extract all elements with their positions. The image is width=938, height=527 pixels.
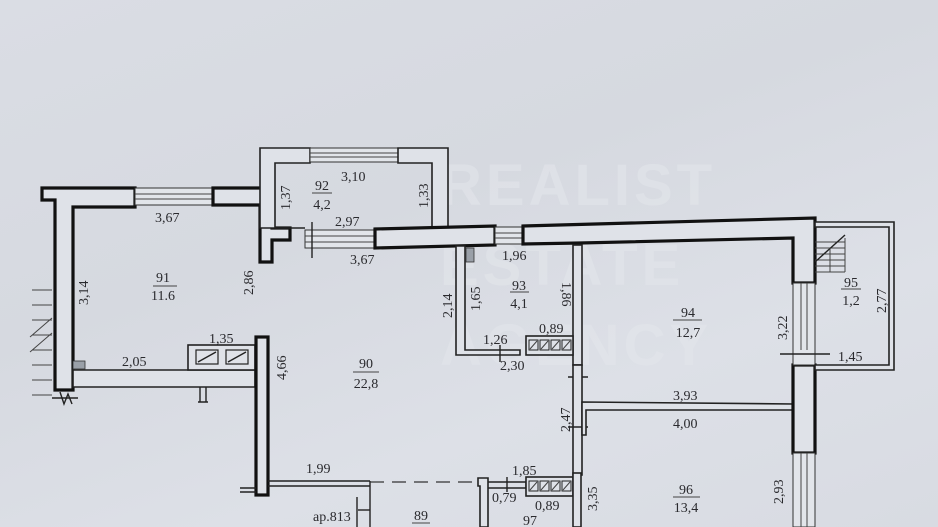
room-91-walls — [40, 186, 292, 403]
corridor-walls — [568, 282, 830, 527]
dim-r96-right: 2,93 — [772, 480, 787, 505]
svg-text:96: 96 — [679, 483, 693, 498]
svg-text:4,1: 4,1 — [510, 297, 528, 312]
room-label-89: 89 — [412, 509, 430, 524]
dim-r91-top: 3,67 — [155, 211, 180, 226]
main-exterior-wall — [240, 216, 817, 497]
dim-r90-left: 4,66 — [275, 356, 290, 381]
svg-text:13,4: 13,4 — [674, 501, 699, 516]
dim-r95-bottom: 1,45 — [838, 350, 863, 365]
tiles-97 — [528, 480, 572, 492]
dim-r93-right: 1,86 — [558, 282, 573, 307]
bath-tiles — [528, 339, 572, 351]
svg-text:4,2: 4,2 — [313, 198, 331, 213]
dim-kitchen-unit: 1,35 — [209, 332, 234, 347]
room-label-96: 96 13,4 — [673, 483, 700, 516]
dim-corridor: 2,47 — [559, 408, 574, 433]
svg-text:93: 93 — [512, 279, 526, 294]
room-93-walls — [455, 244, 588, 378]
exterior-steps — [29, 289, 78, 407]
dim-r96-top: 4,00 — [673, 417, 698, 432]
svg-text:12,7: 12,7 — [676, 326, 701, 341]
dim-r97-top: 1,85 — [512, 464, 537, 479]
dim-r91-bottom: 2,05 — [122, 355, 147, 370]
dim-r93-unit: 0,89 — [539, 322, 564, 337]
stair-icon — [814, 234, 846, 273]
svg-text:90: 90 — [359, 357, 373, 372]
room-95-walls — [814, 221, 895, 371]
room-label-94: 94 12,7 — [673, 306, 702, 341]
room-label-93: 93 4,1 — [510, 279, 529, 312]
lower-rooms-walls — [268, 472, 582, 527]
dim-r90-top: 3,67 — [350, 253, 375, 268]
room-label-91: 91 11.6 — [151, 271, 177, 304]
dim-r93-bottom-inner: 1,26 — [483, 333, 508, 348]
dim-r97-unit: 0,89 — [535, 499, 560, 514]
watermark-line-1: REALIST — [440, 153, 716, 218]
dim-r92-left: 1,37 — [279, 186, 294, 211]
dim-r93-bottom-outer: 2,30 — [500, 359, 525, 374]
dim-r91-right: 2,86 — [242, 271, 257, 296]
dim-r93-inner-left: 1,65 — [469, 287, 484, 312]
room-label-92: 92 4,2 — [312, 179, 332, 213]
dim-r93-outer-left: 2,14 — [441, 294, 456, 319]
svg-text:11.6: 11.6 — [151, 289, 175, 304]
dim-r95-right: 2,77 — [875, 289, 890, 314]
svg-text:89: 89 — [414, 509, 428, 524]
svg-text:94: 94 — [681, 306, 695, 321]
svg-text:92: 92 — [315, 179, 329, 194]
svg-text:95: 95 — [844, 276, 858, 291]
dim-arch: ар.813 — [313, 510, 351, 525]
dim-r92-top: 3,10 — [341, 170, 366, 185]
room-label-95: 95 1,2 — [841, 276, 861, 309]
dim-r90-bottom: 1,99 — [306, 462, 331, 477]
dim-r93-top: 1,96 — [502, 249, 527, 264]
dim-r92-bottom: 2,97 — [335, 215, 360, 230]
dim-r96-left: 3,35 — [586, 487, 601, 512]
room-label-90: 90 22,8 — [353, 357, 379, 392]
svg-text:22,8: 22,8 — [354, 377, 379, 392]
dim-r91-left: 3,14 — [77, 281, 92, 306]
dim-r92-right: 1,33 — [417, 184, 432, 209]
dim-r97-left: 0,79 — [492, 491, 517, 506]
svg-text:1,2: 1,2 — [842, 294, 860, 309]
dim-r94-bottom: 3,93 — [673, 389, 698, 404]
svg-text:97: 97 — [523, 514, 537, 527]
svg-text:91: 91 — [156, 271, 170, 286]
dim-r94-right: 3,22 — [776, 316, 791, 341]
room-label-97: 97 — [523, 514, 537, 527]
dimension-labels: 3,67 3,14 2,86 2,05 1,35 3,10 1,37 1,33 … — [77, 170, 890, 525]
